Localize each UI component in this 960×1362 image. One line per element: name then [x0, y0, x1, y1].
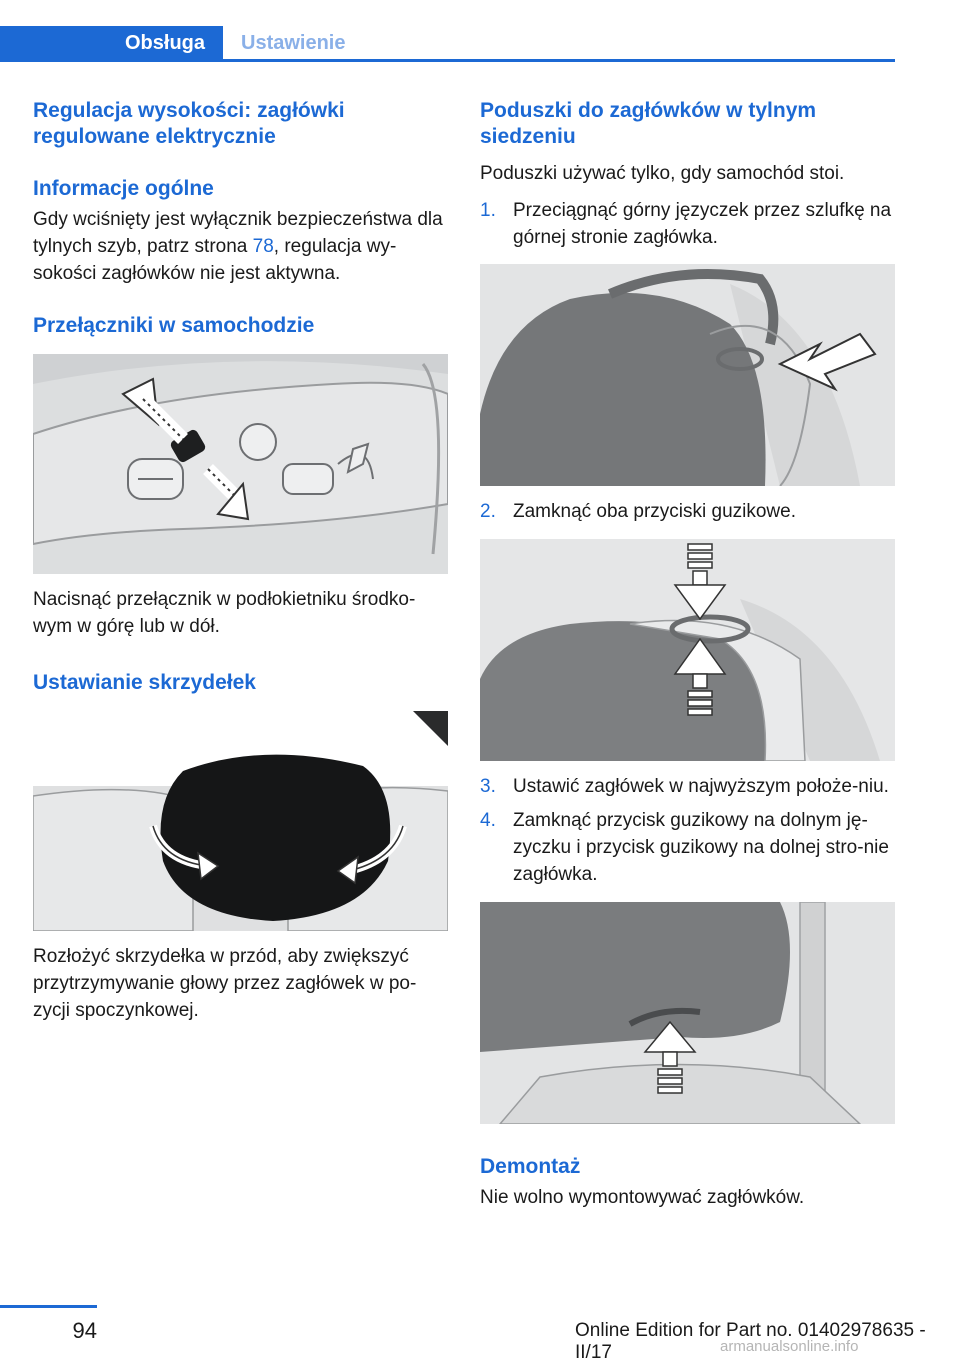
step-2: 2. Zamknąć oba przyciski guzikowe. [480, 498, 895, 525]
steps-list-c: 3. Ustawić zagłówek w najwyższym położe‐n… [480, 773, 895, 888]
step-1: 1. Przeciągnąć górny języczek przez szluf… [480, 197, 895, 251]
paragraph-pillows-intro: Poduszki używać tylko, gdy samochód stoi… [480, 163, 845, 184]
para-text-pre: Gdy wciśnięty jest wyłącznik bezpieczeńs… [33, 209, 443, 257]
watermark: armanualsonline.info [720, 1338, 859, 1355]
step-1-number: 1. [480, 200, 496, 221]
image-pull-tab [480, 264, 895, 486]
image-close-buttons [480, 539, 895, 761]
steps-list-b: 2. Zamknąć oba przyciski guzikowe. [480, 498, 895, 525]
heading-rear-pillows: Poduszki do zagłówków w tylnym siedzeniu [480, 99, 817, 148]
right-column: Poduszki do zagłówków w tylnym siedzeniu… [480, 98, 895, 1211]
paragraph-press-switch: Nacisnąć przełącznik w podłokietniku śro… [33, 589, 416, 637]
edition-note: Online Edition for Part no. 01402978635 … [575, 1320, 926, 1362]
step-1-text: Przeciągnąć górny języczek przez szlufkę… [513, 200, 892, 248]
paragraph-wings-info: Rozłożyć skrzydełka w przód, aby zwiększ… [33, 946, 417, 1021]
subheading-general-info: Informacje ogólne [33, 177, 214, 200]
step-4: 4. Zamknąć przycisk guzikowy na dolnym ję… [480, 807, 895, 888]
paragraph-removal: Nie wolno wymontowywać zagłówków. [480, 1187, 805, 1208]
header-rule [0, 59, 895, 62]
para-text-post: , regulacja wy‐sokości zagłówków nie jes… [33, 236, 397, 284]
heading-height-adjust: Regulacja wysokości: zagłówki regulowane… [33, 99, 345, 148]
step-3: 3. Ustawić zagłówek w najwyższym położe‐n… [480, 773, 895, 800]
image-headrest-wings [33, 711, 448, 931]
header-tabs: Obsługa Ustawienie [0, 26, 895, 62]
step-3-number: 3. [480, 776, 496, 797]
paragraph-general-info: Gdy wciśnięty jest wyłącznik bezpieczeńs… [33, 206, 448, 287]
image-seat-switch [33, 354, 448, 574]
subheading-switches: Przełączniki w samochodzie [33, 314, 315, 337]
page-number: 94 [72, 1318, 97, 1343]
image-bottom-button [480, 902, 895, 1124]
footer-rule [0, 1305, 97, 1308]
step-3-text: Ustawić zagłówek w najwyższym położe‐niu… [513, 776, 889, 797]
page-link-78[interactable]: 78 [252, 236, 274, 257]
tab-ustawienie[interactable]: Ustawienie [241, 32, 346, 54]
step-2-text: Zamknąć oba przyciski guzikowe. [513, 501, 796, 522]
left-column: Regulacja wysokości: zagłówki regulowane… [33, 98, 448, 1024]
step-2-number: 2. [480, 501, 496, 522]
step-4-text: Zamknąć przycisk guzikowy na dolnym ję‐z… [513, 810, 889, 885]
heading-wings: Ustawianie skrzydełek [33, 671, 256, 694]
steps-list-a: 1. Przeciągnąć górny języczek przez szluf… [480, 197, 895, 251]
step-4-number: 4. [480, 810, 496, 831]
tab-obsluga[interactable]: Obsługa [0, 26, 223, 60]
heading-removal: Demontaż [480, 1155, 581, 1178]
